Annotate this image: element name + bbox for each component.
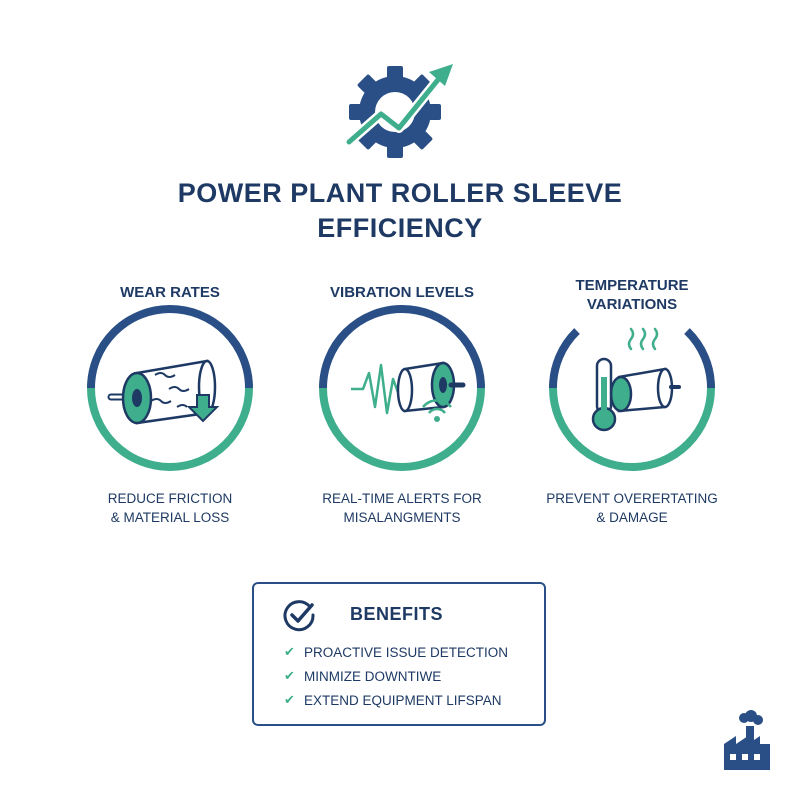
check-circle-icon bbox=[283, 600, 315, 632]
check-icon: ✔ bbox=[284, 692, 295, 707]
metric-ring-temperature-variations bbox=[548, 327, 716, 471]
metric-title-line: VIBRATION LEVELS bbox=[330, 284, 474, 301]
factory-icon bbox=[724, 710, 770, 770]
benefit-label: EXTEND EQUIPMENT LIFSPAN bbox=[304, 692, 502, 708]
metric-desc-line: MISALANGMENTS bbox=[343, 510, 461, 525]
thermometer-with-heated-roller-icon bbox=[591, 327, 681, 432]
metric-title-line: TEMPERATURE bbox=[575, 277, 689, 294]
metric-title-line: WEAR RATES bbox=[120, 284, 220, 301]
benefit-item: ✔ MINMIZE DOWNTIWE bbox=[284, 668, 441, 684]
check-icon: ✔ bbox=[284, 668, 295, 683]
title-line-1: POWER PLANT ROLLER SLEEVE bbox=[177, 178, 623, 208]
metric-ring-vibration-levels bbox=[319, 305, 485, 471]
benefit-label: MINMIZE DOWNTIWE bbox=[304, 668, 442, 684]
metric-desc-vibration-levels: REAL-TIME ALERTS FOR MISALANGMENTS bbox=[292, 489, 512, 527]
page-title: POWER PLANT ROLLER SLEEVE EFFICIENCY bbox=[100, 176, 700, 246]
gear-with-rising-arrow-icon bbox=[345, 64, 453, 158]
metric-desc-line: PREVENT OVERERTATING bbox=[546, 491, 718, 506]
benefit-label: PROACTIVE ISSUE DETECTION bbox=[304, 644, 509, 660]
benefit-item: ✔ PROACTIVE ISSUE DETECTION bbox=[284, 644, 508, 660]
benefit-item: ✔ EXTEND EQUIPMENT LIFSPAN bbox=[284, 692, 502, 708]
worn-roller-with-down-arrow-icon bbox=[107, 359, 220, 425]
check-icon: ✔ bbox=[284, 644, 295, 659]
metric-desc-line: & DAMAGE bbox=[596, 510, 668, 525]
metric-desc-temperature-variations: PREVENT OVERERTATING & DAMAGE bbox=[522, 489, 742, 527]
metric-title-temperature-variations: TEMPERATURE VARIATIONS bbox=[532, 276, 732, 314]
title-line-2: EFFICIENCY bbox=[317, 213, 483, 243]
roller-with-vibration-wave-icon bbox=[351, 361, 466, 422]
benefits-title: BENEFITS bbox=[350, 604, 444, 624]
metric-desc-line: REAL-TIME ALERTS FOR bbox=[322, 491, 482, 506]
metric-desc-wear-rates: REDUCE FRICTION & MATERIAL LOSS bbox=[60, 489, 280, 527]
benefits-panel: BENEFITS ✔ PROACTIVE ISSUE DETECTION ✔ M… bbox=[252, 582, 546, 726]
metric-title-vibration-levels: VIBRATION LEVELS bbox=[302, 283, 502, 302]
metric-desc-line: REDUCE FRICTION bbox=[107, 491, 233, 506]
metric-desc-line: & MATERIAL LOSS bbox=[110, 510, 230, 525]
metric-title-wear-rates: WEAR RATES bbox=[70, 283, 270, 302]
metric-ring-wear-rates bbox=[87, 305, 253, 471]
metric-title-line: VARIATIONS bbox=[586, 296, 678, 313]
